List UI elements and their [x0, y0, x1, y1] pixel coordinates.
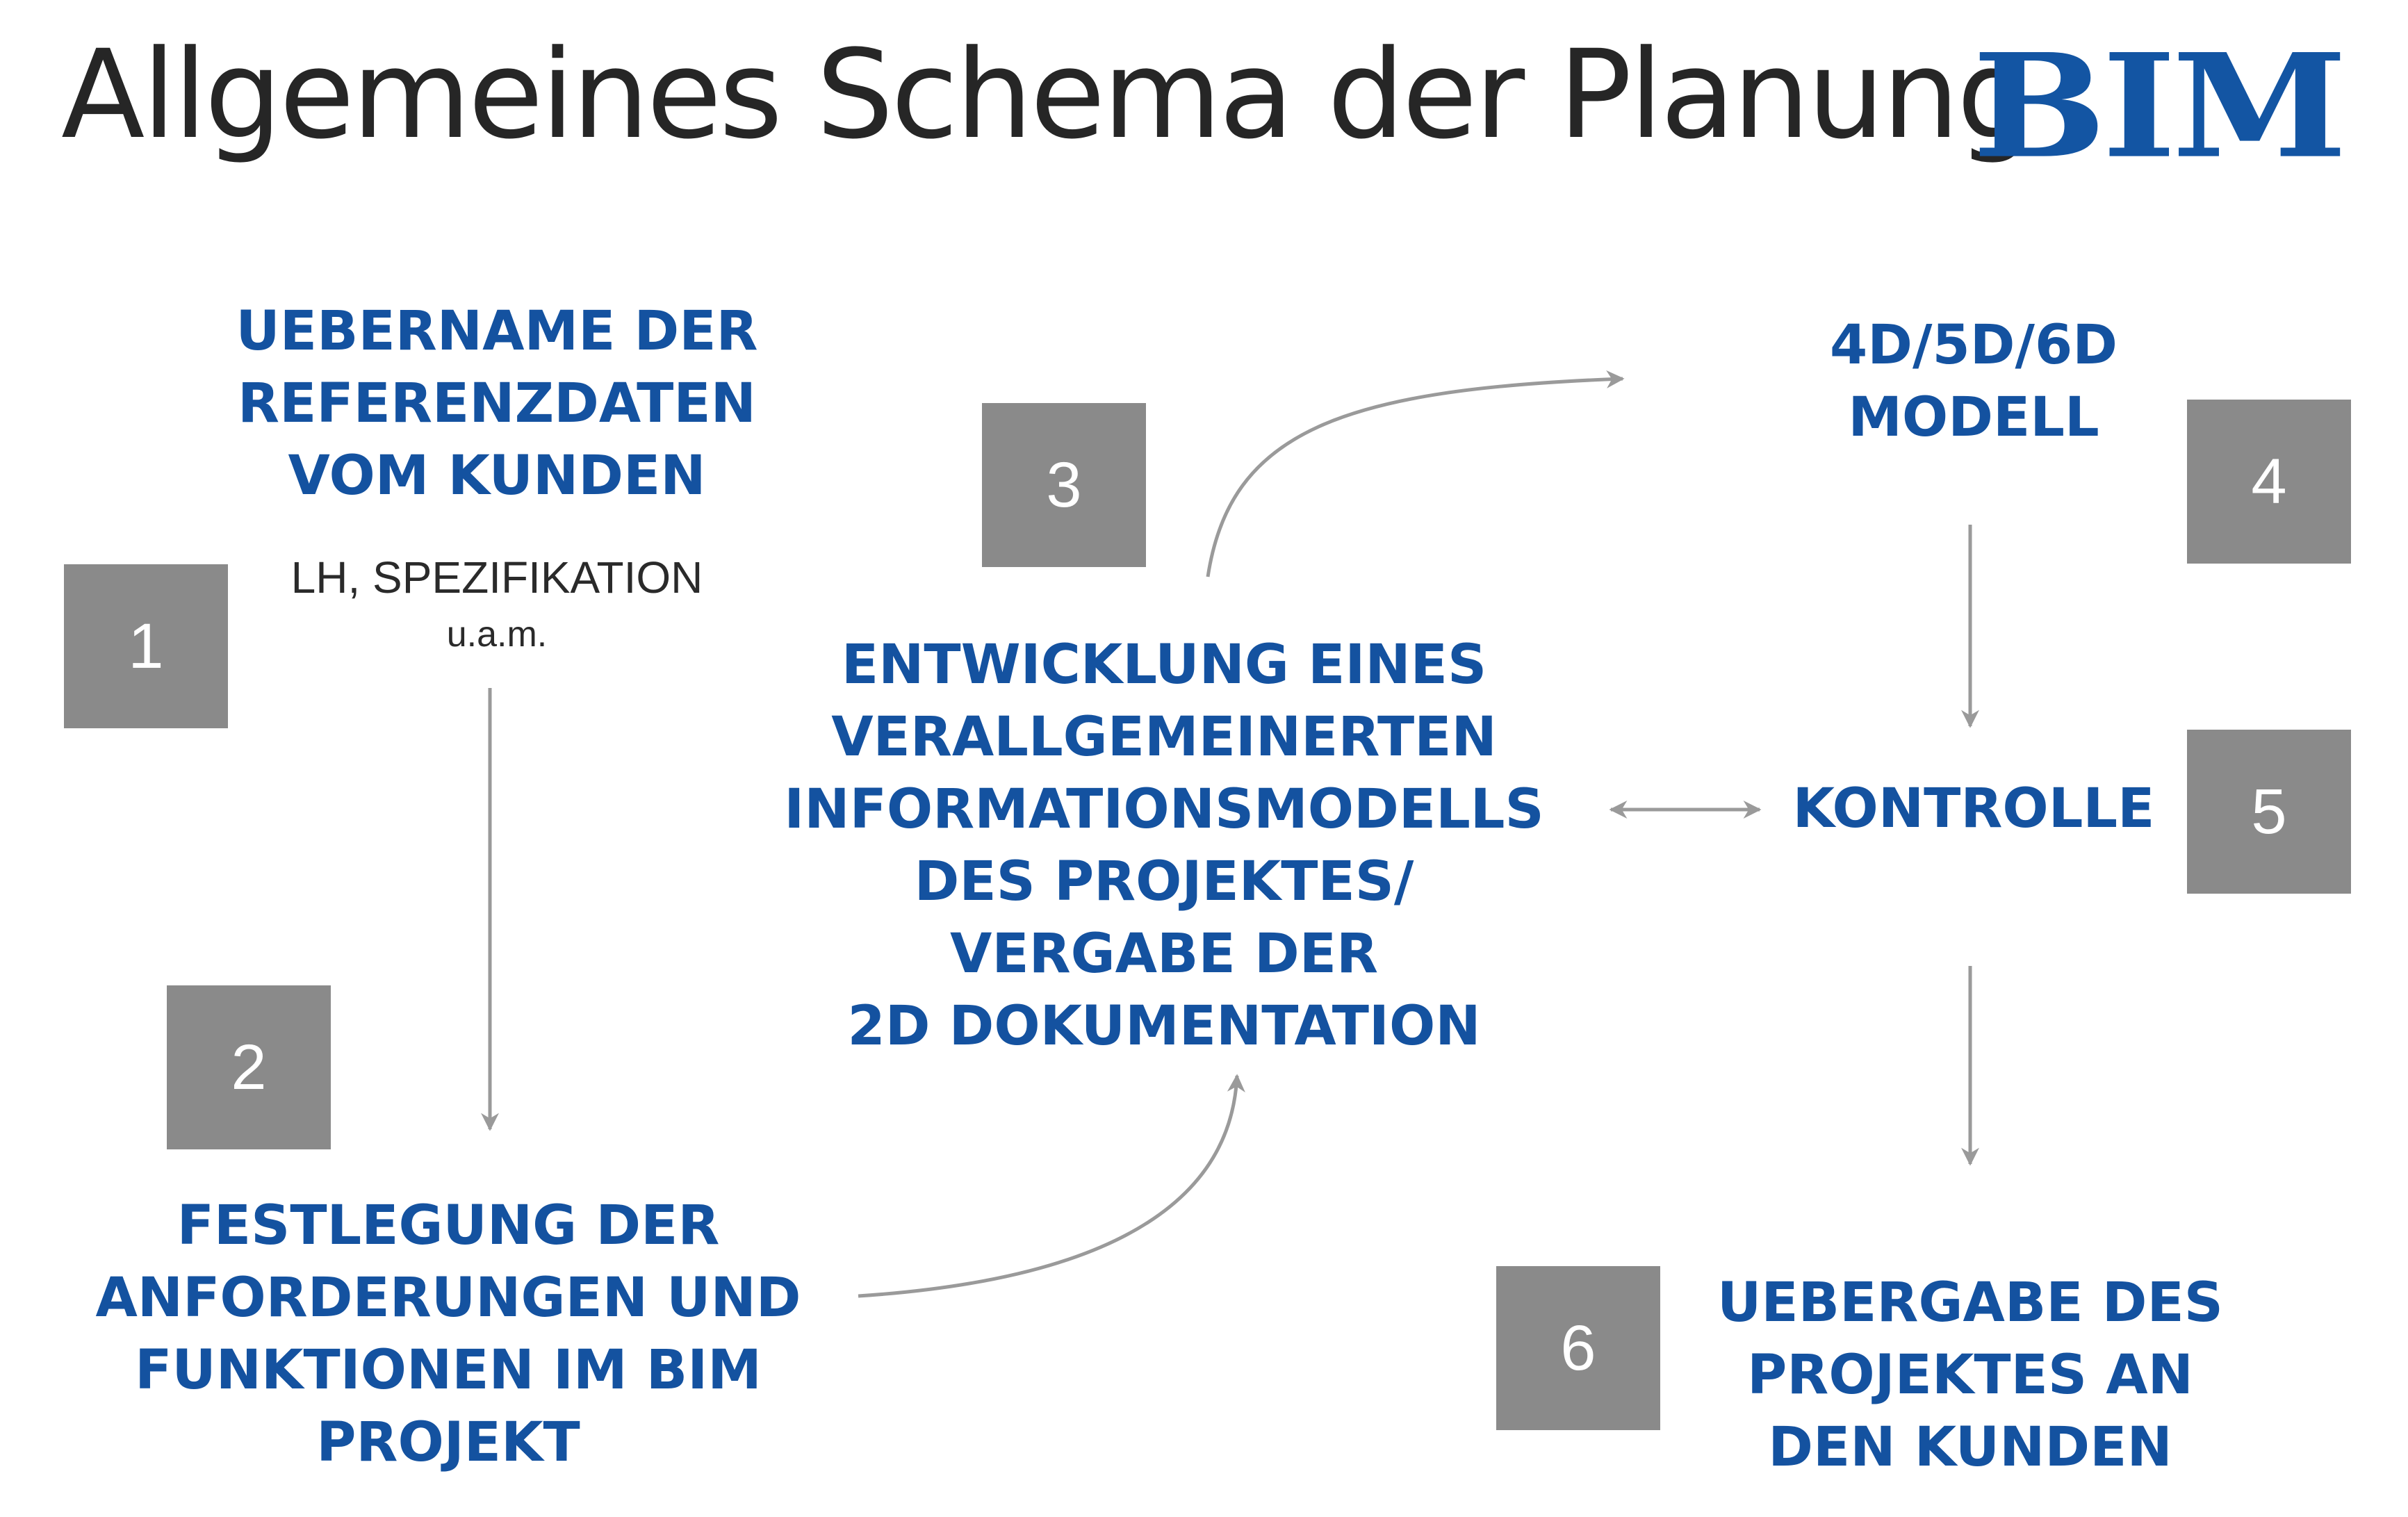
step-3-text: ENTWICKLUNG EINES VERALLGEMEINERTEN INFO…: [751, 629, 1578, 1063]
step-5-text: KONTROLLE: [1737, 773, 2210, 845]
step-badge-2: 2: [167, 985, 331, 1149]
step-3-line: VERALLGEMEINERTEN: [831, 706, 1497, 769]
step-3-line: DES PROJEKTES/: [914, 851, 1414, 913]
step-badge-3: 3: [982, 403, 1146, 567]
step-badge-5: 5: [2187, 730, 2351, 894]
step-6-line: UEBERGABE DES: [1717, 1272, 2223, 1334]
step-2-text: FESTLEGUNG DER ANFORDERUNGEN UND FUNKTIO…: [21, 1190, 876, 1479]
step-1-line: UEBERNAME DER: [236, 300, 758, 363]
step-1-text: UEBERNAME DER REFERENZDATEN VOM KUNDEN: [146, 295, 848, 512]
step-2-line: PROJEKT: [316, 1411, 580, 1474]
step-badge-4: 4: [2187, 400, 2351, 564]
step-2-line: FESTLEGUNG DER: [177, 1195, 720, 1257]
step-3-line: VERGABE DER: [949, 923, 1379, 985]
step-1-note: LH, SPEZIFIKATION u.a.m.: [215, 549, 778, 663]
step-2-line: ANFORDERUNGEN UND: [95, 1267, 801, 1329]
step-2-line: FUNKTIONEN IM BIM: [135, 1339, 762, 1402]
step-1-line: VOM KUNDEN: [288, 445, 706, 507]
bim-logo: BIM: [1972, 22, 2348, 190]
step-3-line: ENTWICKLUNG EINES: [841, 634, 1487, 696]
step-4-text: 4D/5D/6D MODELL: [1723, 309, 2224, 454]
step-1-note-line: u.a.m.: [446, 614, 548, 655]
arrow-3-to-4: [1206, 370, 1625, 577]
page-title: Allgemeines Schema der Planung: [61, 24, 2034, 166]
arrow-2-to-3: [858, 1074, 1245, 1298]
step-badge-6: 6: [1496, 1266, 1660, 1430]
step-5-line: KONTROLLE: [1792, 778, 2155, 840]
step-6-line: DEN KUNDEN: [1768, 1416, 2172, 1479]
step-3-line: INFORMATIONSMODELLS: [784, 778, 1544, 841]
step-4-line: MODELL: [1848, 386, 2099, 449]
step-6-text: UEBERGABE DES PROJEKTES AN DEN KUNDEN: [1696, 1267, 2245, 1484]
step-1-line: REFERENZDATEN: [238, 372, 756, 435]
step-3-line: 2D DOKUMENTATION: [847, 995, 1481, 1058]
step-4-line: 4D/5D/6D: [1829, 314, 2118, 377]
step-1-note-line: LH, SPEZIFIKATION: [290, 552, 703, 602]
step-badge-1: 1: [64, 564, 228, 728]
step-6-line: PROJEKTES AN: [1747, 1344, 2193, 1407]
